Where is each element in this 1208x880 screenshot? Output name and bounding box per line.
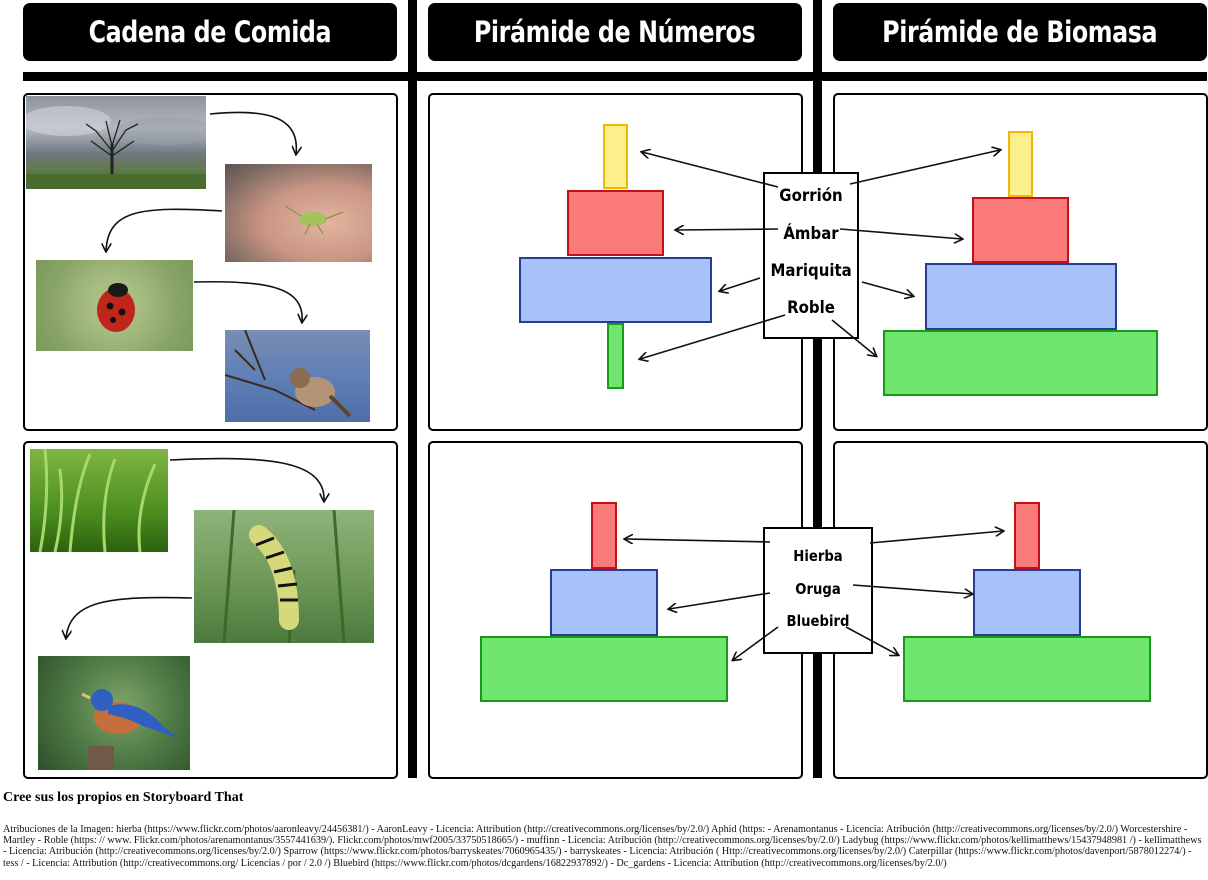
- labels-box-1: Gorrión Ámbar Mariquita Roble: [763, 172, 859, 339]
- bluebird-photo: [38, 656, 190, 770]
- numbers-aphid-block: [567, 190, 664, 256]
- numbers-grass-block: [480, 636, 728, 702]
- sparrow-photo: [225, 330, 370, 422]
- grass-photo: [30, 449, 168, 552]
- label-oruga: Oruga: [795, 580, 841, 598]
- label-gorrion: Gorrión: [779, 186, 843, 206]
- caterpillar-photo: [194, 510, 374, 643]
- column-divider-right: [813, 0, 822, 778]
- header-numbers-pyramid: Pirámide de Números: [428, 3, 802, 61]
- biomass-oak-block: [883, 330, 1158, 396]
- label-hierba: Hierba: [793, 547, 843, 565]
- label-mariquita: Mariquita: [770, 261, 852, 281]
- numbers-oak-block: [607, 323, 624, 389]
- header-biomass-pyramid: Pirámide de Biomasa: [833, 3, 1207, 61]
- biomass-sparrow-block: [1008, 131, 1033, 197]
- aphid-photo: [225, 164, 372, 262]
- label-roble: Roble: [787, 298, 835, 318]
- image-attributions: Atribuciones de la Imagen: hierba (https…: [3, 824, 1202, 869]
- numbers-sparrow-block: [603, 124, 628, 189]
- biomass-grass-block: [903, 636, 1151, 702]
- header-food-chain: Cadena de Comida: [23, 3, 397, 61]
- ladybug-photo: [36, 260, 193, 351]
- column-divider-left: [408, 0, 417, 778]
- biomass-caterpillar-block: [973, 569, 1081, 636]
- storyboard-cta[interactable]: Cree sus los propios en Storyboard That: [3, 790, 244, 805]
- tree-photo: [26, 96, 206, 189]
- numbers-caterpillar-block: [550, 569, 658, 636]
- numbers-ladybug-block: [519, 257, 712, 323]
- biomass-bluebird-block: [1014, 502, 1040, 569]
- biomass-ladybug-block: [925, 263, 1117, 330]
- labels-box-2: Hierba Oruga Bluebird: [763, 527, 873, 654]
- label-bluebird: Bluebird: [786, 612, 850, 630]
- header-divider: [23, 72, 1207, 81]
- biomass-aphid-block: [972, 197, 1069, 263]
- numbers-bluebird-block: [591, 502, 617, 569]
- label-ambar: Ámbar: [783, 224, 839, 244]
